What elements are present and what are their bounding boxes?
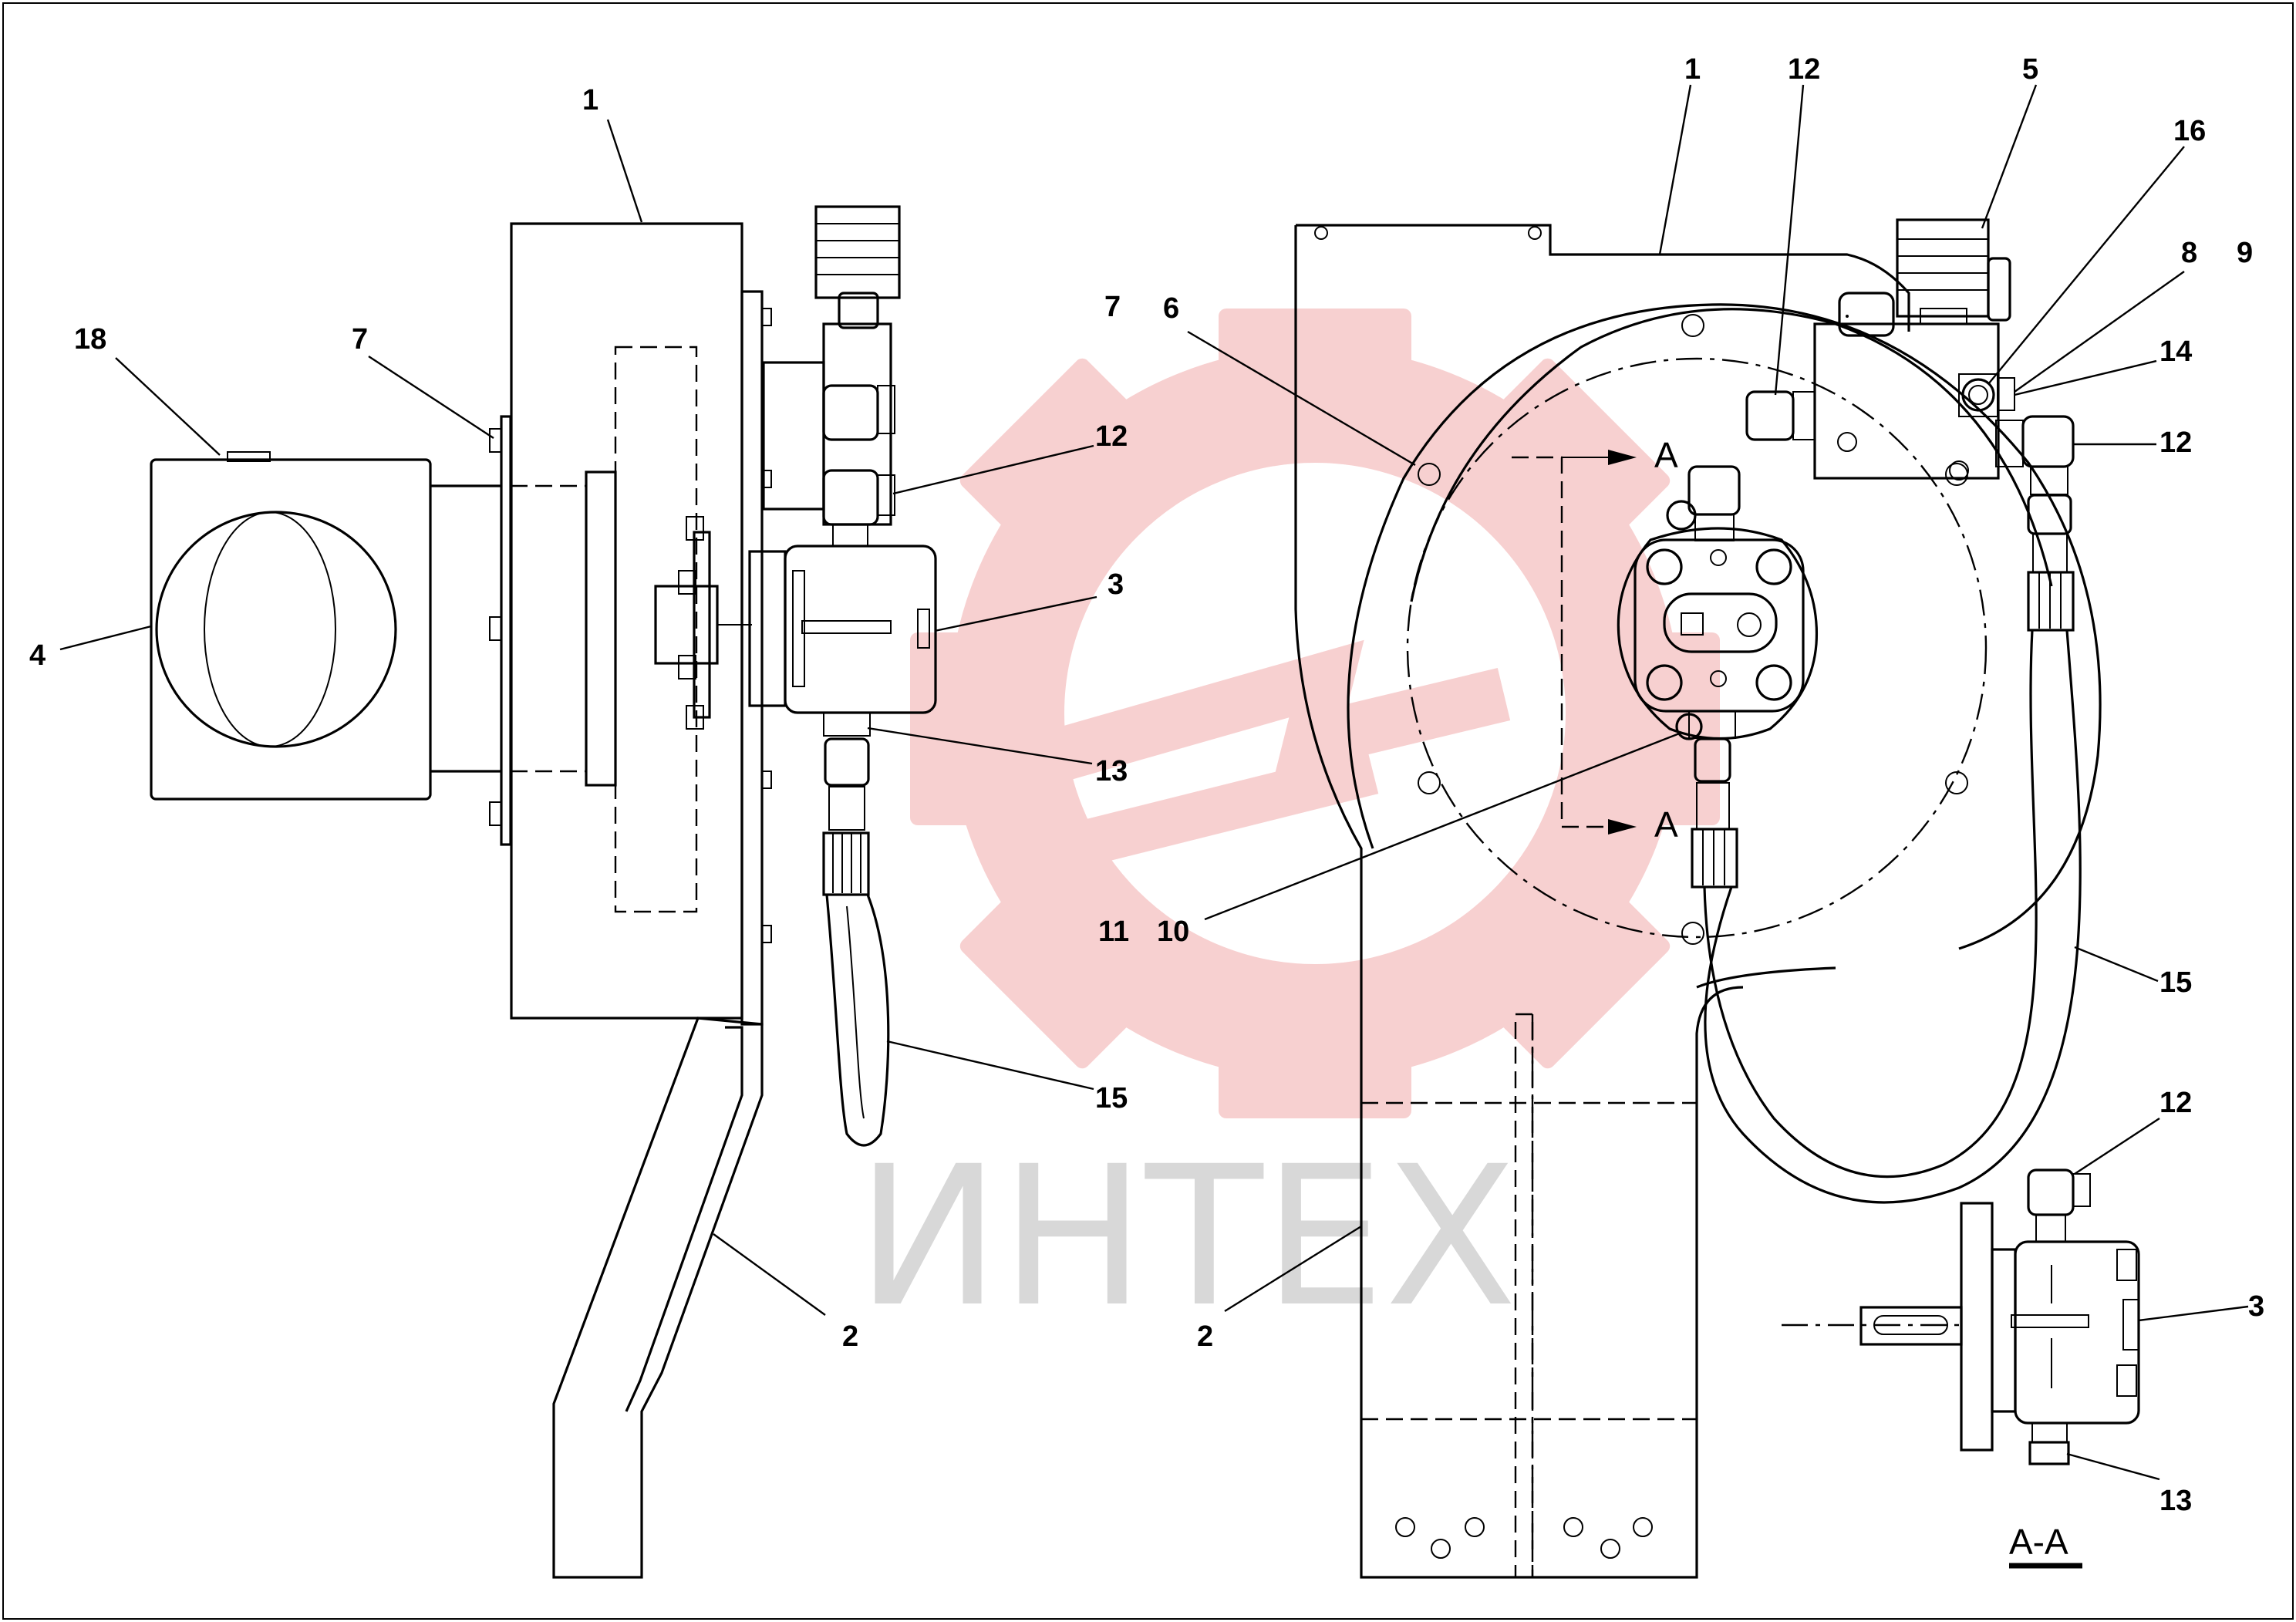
callout-left-1: 1 xyxy=(582,84,598,116)
callout-left-15: 15 xyxy=(1095,1082,1128,1114)
callout-right-9: 9 xyxy=(2237,237,2253,269)
callout-right-5: 5 xyxy=(2022,53,2038,86)
callout-right-1: 1 xyxy=(1684,53,1701,86)
damper-plate xyxy=(500,415,512,846)
section-flange xyxy=(1960,1202,1994,1452)
air-intake-box xyxy=(150,458,432,801)
callout-left-2: 2 xyxy=(842,1320,858,1353)
callout-left-7b: 7 xyxy=(1104,291,1121,323)
housing-plate xyxy=(740,290,764,1026)
valve-coil xyxy=(814,205,901,299)
section-view-title: A-A xyxy=(2009,1522,2068,1562)
callout-left-7a: 7 xyxy=(352,323,368,356)
impeller-hidden xyxy=(614,346,698,913)
callout-right-12b: 12 xyxy=(2159,427,2192,459)
callout-section-13: 13 xyxy=(2159,1485,2192,1517)
hose-left xyxy=(825,894,890,1147)
callout-right-2: 2 xyxy=(1197,1320,1213,1353)
section-view-a-a xyxy=(1782,1168,2140,1465)
leader-lines xyxy=(59,84,2249,1481)
mounting-bracket xyxy=(552,1017,764,1579)
hub xyxy=(654,585,719,665)
valve-column xyxy=(822,322,892,526)
left-view xyxy=(150,205,937,1579)
callout-right-14: 14 xyxy=(2159,336,2192,368)
callout-right-12a: 12 xyxy=(1788,53,1820,86)
impeller-dashed-circle xyxy=(1406,357,1988,939)
air-intake-ring xyxy=(155,511,397,748)
pump-front-flange xyxy=(1617,527,1819,740)
callout-section-3: 3 xyxy=(2248,1290,2264,1323)
callout-right-8: 8 xyxy=(2181,237,2197,269)
callout-right-11: 11 xyxy=(1098,916,1129,948)
callout-right-6: 6 xyxy=(1163,292,1179,325)
hose-right xyxy=(1703,629,2038,1179)
callout-right-15: 15 xyxy=(2159,966,2192,999)
section-arrow-label-bottom: A xyxy=(1654,804,1678,845)
callout-right-10: 10 xyxy=(1157,916,1189,948)
hub-flange xyxy=(693,531,711,719)
callout-left-12: 12 xyxy=(1095,420,1128,453)
housing-body xyxy=(510,222,743,1020)
callout-left-4: 4 xyxy=(29,639,46,672)
callout-right-16: 16 xyxy=(2173,115,2206,147)
watermark-gear-logo xyxy=(910,309,1720,1118)
hose-right-inner xyxy=(1704,629,2082,1204)
callout-labels: 1 18 7 4 7 12 3 13 15 2 1 12 5 16 8 9 14… xyxy=(29,53,2264,1517)
callout-left-18: 18 xyxy=(74,323,106,356)
callout-left-3: 3 xyxy=(1108,568,1124,601)
solenoid-coil xyxy=(1896,218,1990,318)
callout-section-12: 12 xyxy=(2159,1087,2192,1119)
watermark-text: ИНТЕХ xyxy=(856,1125,1517,1349)
section-arrow-label-top: A xyxy=(1654,435,1678,475)
intake-cap xyxy=(227,451,271,462)
right-view xyxy=(1294,218,2102,1579)
callout-left-13: 13 xyxy=(1095,755,1128,787)
housing-front xyxy=(1296,224,1910,332)
